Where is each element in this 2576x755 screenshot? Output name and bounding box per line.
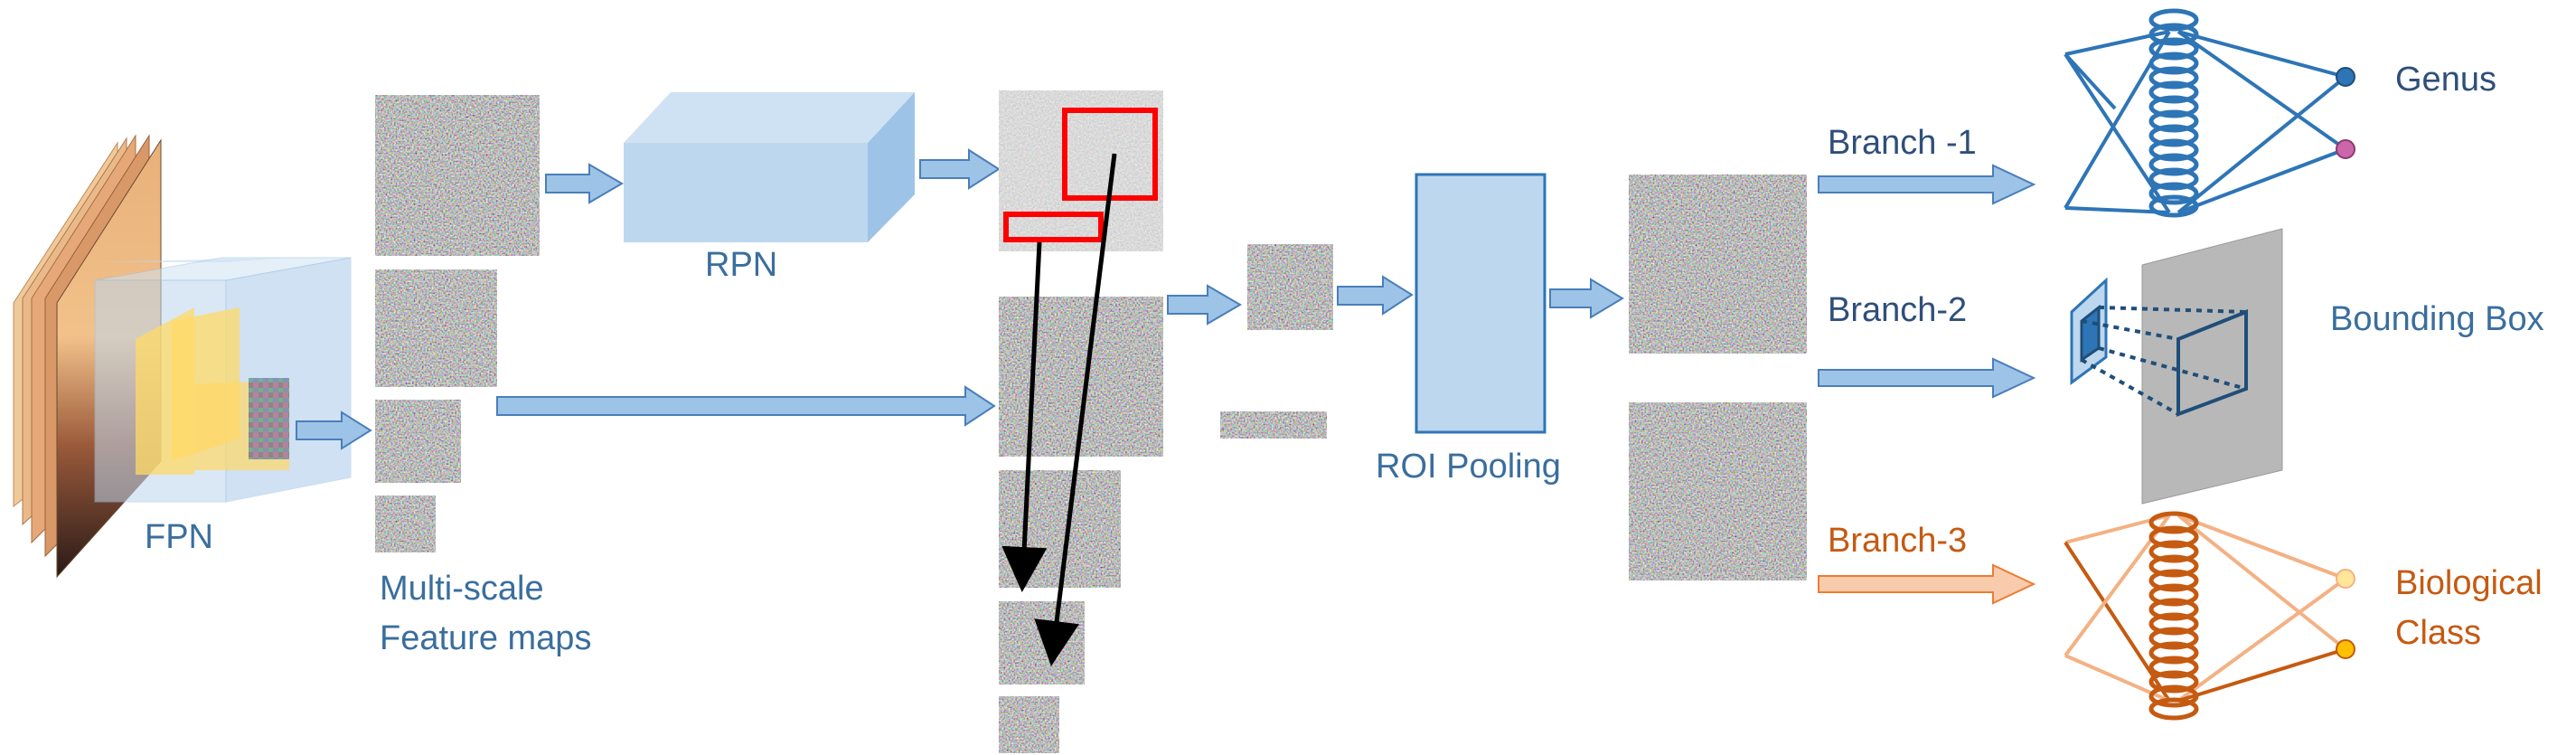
proposal-arrow-1 [1001, 241, 1048, 592]
arrow-branch-2 [1818, 357, 2036, 399]
proposal-box-small [1003, 212, 1104, 242]
genus-label: Genus [2395, 61, 2496, 99]
rpn-box [624, 92, 915, 242]
genus-node-1 [2336, 67, 2355, 87]
genus-network [2064, 8, 2355, 218]
arrow-proposals-to-crops [1167, 284, 1242, 326]
biological-label-line2: Class [2395, 614, 2481, 652]
biological-coil [2148, 511, 2199, 721]
pooled-feature-1 [1629, 175, 1807, 354]
arrow-fpn-to-features [296, 411, 372, 450]
arrow-branch-3 [1818, 563, 2036, 605]
feature-map-1 [375, 95, 540, 256]
biological-class-network [2064, 511, 2355, 721]
bounding-box-label: Bounding Box [2330, 300, 2544, 338]
biological-label-line1: Biological [2395, 564, 2543, 602]
feature-map-4 [375, 495, 436, 552]
fpn-label: FPN [145, 518, 213, 556]
proposal-map-2 [999, 470, 1121, 588]
genus-node-2 [2336, 139, 2355, 159]
multiscale-label-line2: Feature maps [380, 619, 591, 657]
branch-2-label: Branch-2 [1828, 291, 1967, 329]
branch-3-label: Branch-3 [1828, 522, 1967, 560]
arrow-features-to-proposal-maps [496, 385, 996, 427]
cropped-feature-large [1247, 244, 1333, 330]
fpn-pyramid-box [94, 257, 352, 503]
multiscale-label-line1: Multi-scale [380, 570, 544, 608]
arrow-roi-to-pooled [1549, 278, 1624, 319]
arrow-features-to-rpn [545, 163, 624, 204]
arrow-crops-to-roi [1337, 275, 1414, 316]
proposal-map-4 [999, 696, 1059, 753]
proposal-feature-maps [999, 90, 1163, 753]
bounding-box-visual [2070, 228, 2283, 505]
arrow-rpn-to-proposals [919, 148, 1001, 190]
feature-map-2 [375, 269, 497, 387]
arrow-branch-1 [1818, 164, 2036, 205]
roi-pooling-box [1415, 173, 1547, 434]
genus-coil [2148, 8, 2199, 218]
branch-1-label: Branch -1 [1828, 124, 1977, 162]
feature-map-3 [375, 400, 461, 483]
bbox-image-plane [2141, 228, 2283, 505]
proposal-arrow-2 [1034, 153, 1117, 666]
rpn-label: RPN [705, 246, 777, 284]
biological-node-2 [2336, 639, 2355, 659]
multiscale-feature-maps [375, 95, 540, 552]
proposal-image [999, 90, 1163, 251]
cropped-feature-small [1220, 411, 1327, 439]
roi-pooling-label: ROI Pooling [1376, 448, 1561, 486]
pooled-feature-2 [1629, 402, 1807, 580]
biological-node-1 [2336, 569, 2355, 589]
proposal-map-3 [999, 601, 1085, 684]
